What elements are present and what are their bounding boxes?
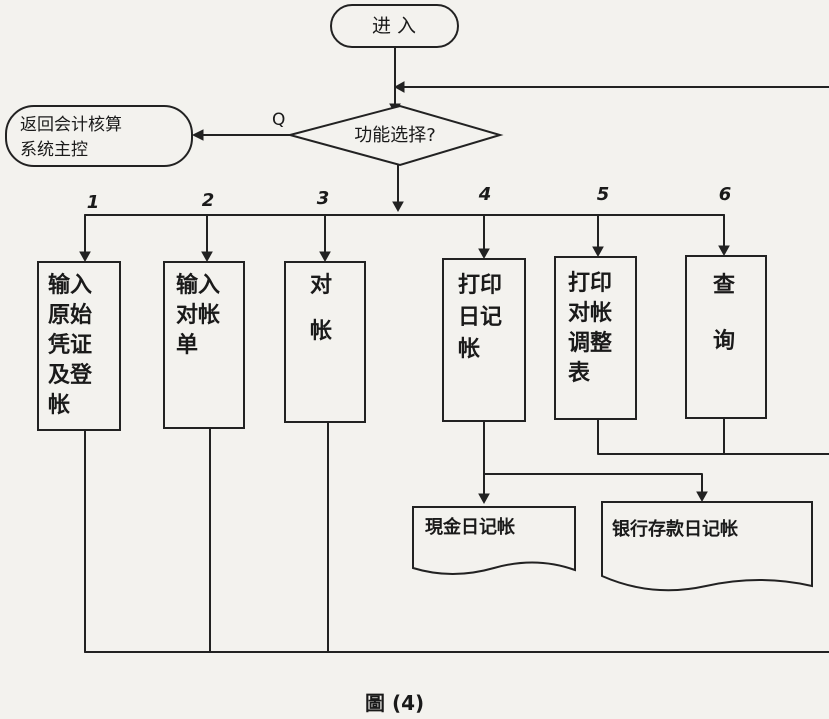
option-6-line-2: 询 xyxy=(713,328,735,354)
option-number-1: 1 xyxy=(87,192,100,213)
option-box-1 xyxy=(37,261,121,431)
figure-caption: 圖 (4) xyxy=(365,691,424,715)
option-1-line-1: 输入 xyxy=(48,272,92,298)
document-bank-journal xyxy=(601,501,813,592)
start-label: 进 入 xyxy=(372,15,416,37)
q-branch-label: Q xyxy=(272,110,285,130)
return-label-line-2: 系统主控 xyxy=(20,140,88,160)
decision-diamond xyxy=(286,104,504,167)
option-arrow-5 xyxy=(592,246,604,258)
q-branch-arrow xyxy=(191,129,204,141)
option-4-to-doc-2-line xyxy=(483,473,703,499)
option-1-line-3: 凭证 xyxy=(47,332,92,358)
option-number-2: 2 xyxy=(202,190,215,211)
return-terminal xyxy=(5,105,193,167)
option-number-6: 6 xyxy=(719,184,732,205)
option-5-line-2: 对帐 xyxy=(568,301,612,326)
option-box-3 xyxy=(284,261,366,423)
option-6-line-1: 查 xyxy=(713,273,735,298)
option-3-line-1: 对 xyxy=(310,273,332,298)
document-bank-journal-label: 银行存款日记帐 xyxy=(612,518,738,540)
option-box-2-text: 输入 对帐 单 xyxy=(176,272,220,358)
option-box-2 xyxy=(163,261,245,429)
option-1-line-5: 帐 xyxy=(48,393,70,418)
return-label-line-1: 返回会计核算 xyxy=(20,115,122,135)
option-2-line-2: 对帐 xyxy=(176,303,220,328)
document-cash-journal-label: 現金日记帐 xyxy=(425,516,515,538)
doc-2-arrow xyxy=(696,491,708,503)
option-number-4: 4 xyxy=(478,184,492,205)
option-box-4-text: 打印 日记 帐 xyxy=(458,273,502,362)
option-number-3: 3 xyxy=(317,188,330,209)
option-arrow-4 xyxy=(478,248,490,260)
option-3-line-2: 帐 xyxy=(310,319,332,344)
option-box-6-text: 查 询 xyxy=(713,273,735,354)
option-box-3-text: 对 帐 xyxy=(310,273,332,344)
option-5-line-3: 调整 xyxy=(568,330,612,356)
option-2-line-3: 单 xyxy=(176,333,198,358)
option-1-line-2: 原始 xyxy=(48,302,92,328)
option-5-line-1: 打印 xyxy=(568,271,612,296)
option-box-6 xyxy=(685,255,767,419)
option-box-4 xyxy=(442,258,526,422)
loop-back-arrow xyxy=(393,81,405,93)
option-4-line-2: 日记 xyxy=(458,305,502,330)
option-box-5-text: 打印 对帐 调整 表 xyxy=(568,271,612,386)
option-arrow-1 xyxy=(79,251,91,263)
option-arrow-6 xyxy=(718,245,730,257)
option-5-return-line xyxy=(597,418,829,455)
option-1-line-4: 及登 xyxy=(48,363,93,388)
option-4-line-3: 帐 xyxy=(458,337,480,362)
option-box-5 xyxy=(554,256,637,420)
document-cash-journal xyxy=(412,506,576,575)
decision-down-arrow xyxy=(392,201,404,213)
decision-label: 功能选择? xyxy=(354,125,436,146)
option-arrow-3 xyxy=(319,251,331,263)
option-5-line-4: 表 xyxy=(568,361,591,386)
option-4-line-1: 打印 xyxy=(458,273,502,298)
option-number-5: 5 xyxy=(597,184,610,205)
option-box-1-text: 输入 原始 凭证 及登 帐 xyxy=(47,272,93,418)
option-arrow-2 xyxy=(201,251,213,263)
option-2-line-1: 输入 xyxy=(176,272,220,298)
option-branches: 1 2 3 4 5 6 xyxy=(79,184,732,263)
doc-1-arrow xyxy=(478,493,490,505)
